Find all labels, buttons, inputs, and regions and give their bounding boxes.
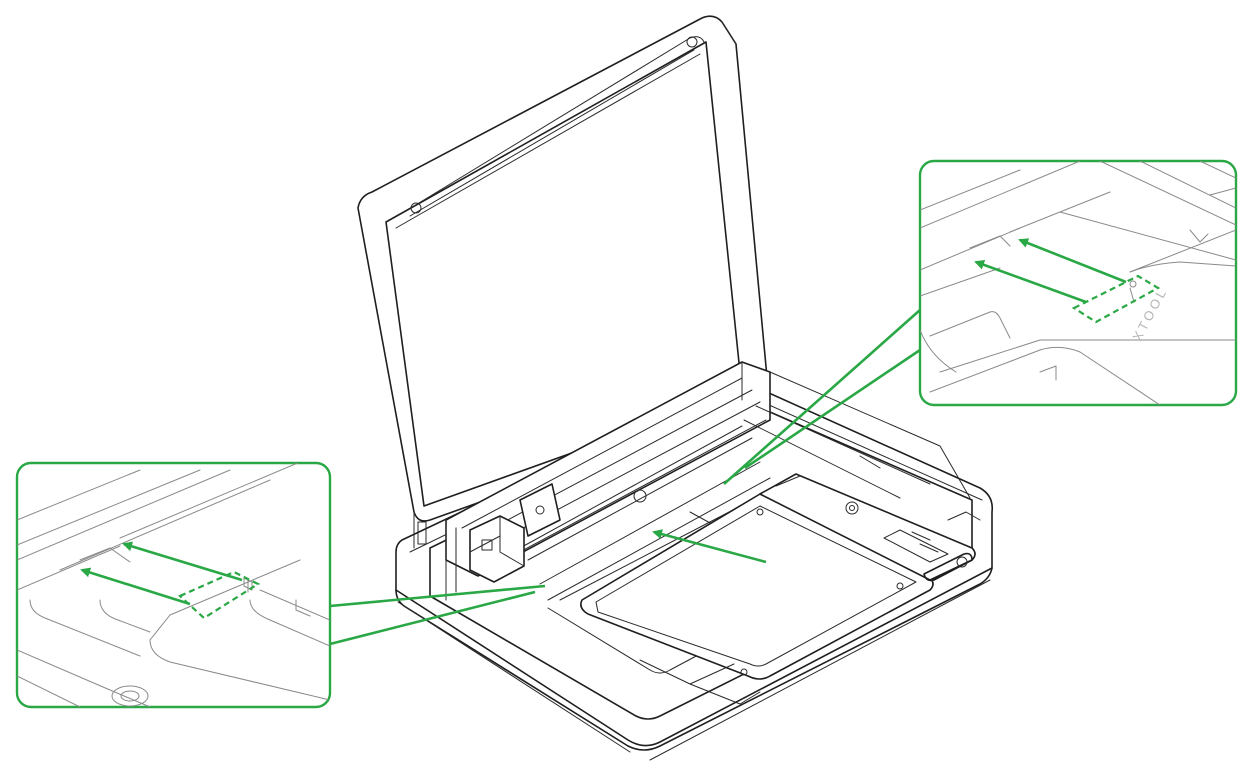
- callout-left: [15, 461, 332, 709]
- machine-lid: [357, 15, 770, 522]
- machine: [357, 15, 994, 761]
- machine-gantry: [413, 361, 971, 601]
- main-arrow: [652, 529, 767, 564]
- machine-build-plate: [580, 493, 934, 705]
- callout-right: XTOOL: [918, 159, 1238, 407]
- leader-lines: [329, 309, 921, 646]
- machine-back-plate: [759, 473, 981, 582]
